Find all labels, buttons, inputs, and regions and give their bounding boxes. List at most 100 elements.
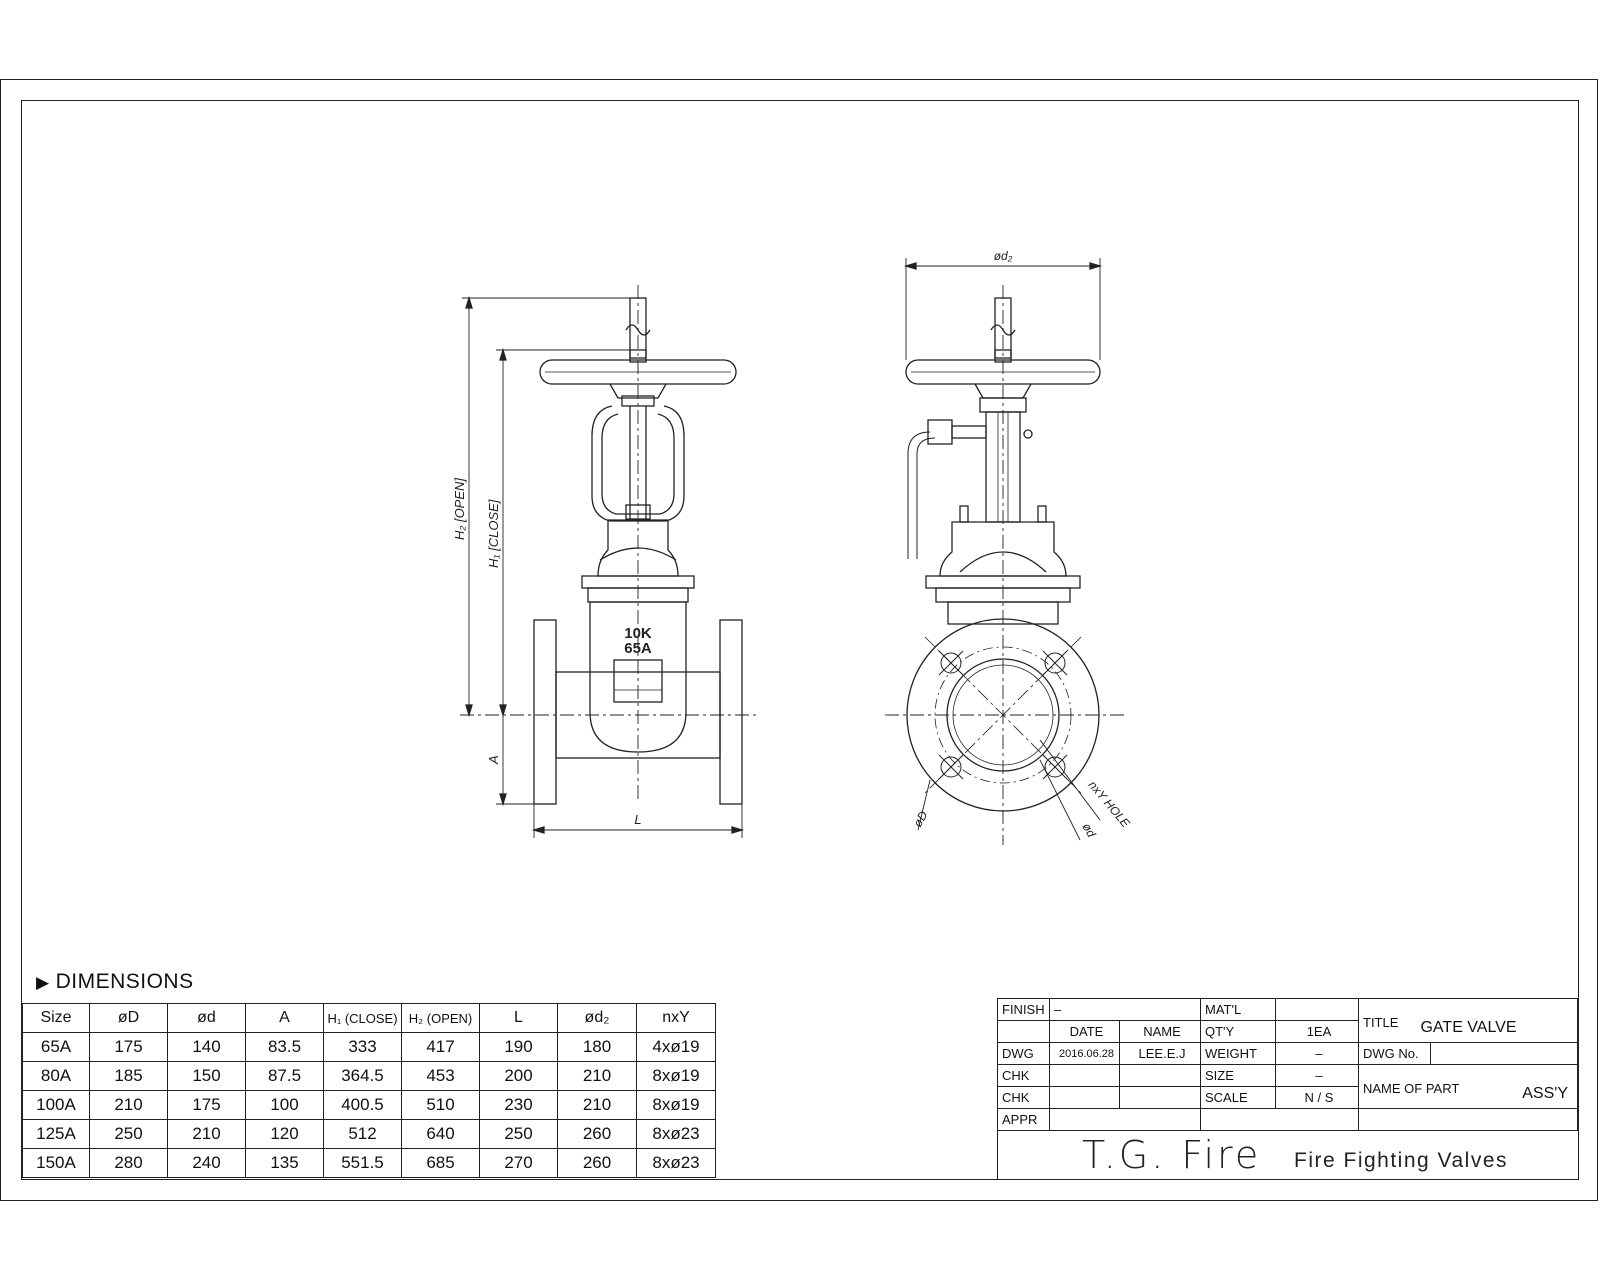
- scale-value: N / S: [1276, 1087, 1359, 1109]
- dimensions-table: Size øD ød A H₁ (CLOSE) H₂ (OPEN) L ød₂ …: [22, 1003, 716, 1178]
- cell: 100: [245, 1090, 324, 1120]
- title-label: TITLE: [1359, 999, 1578, 1043]
- d-label: ød: [1079, 821, 1098, 840]
- blank-cell: [1359, 1109, 1578, 1131]
- appr-label: APPR: [998, 1109, 1050, 1131]
- cell: 8xø19: [636, 1061, 716, 1091]
- cell: 250: [89, 1119, 168, 1149]
- blank-cell: [1120, 1087, 1201, 1109]
- cell: 260: [557, 1148, 637, 1178]
- sheet-outer-border: [0, 79, 1598, 1201]
- blank-cell: [1201, 1109, 1359, 1131]
- cell: 8xø19: [636, 1090, 716, 1120]
- col-header: nxY: [636, 1003, 716, 1033]
- dwg-name: LEE.E.J: [1120, 1043, 1201, 1065]
- weight-label: WEIGHT: [1201, 1043, 1276, 1065]
- l-dimension-label: L: [634, 812, 641, 827]
- size-value: –: [1276, 1065, 1359, 1087]
- qty-value: 1EA: [1276, 1021, 1359, 1043]
- h2-open-label: H₂ [OPEN]: [452, 478, 467, 540]
- matl-label: MAT'L: [1201, 999, 1276, 1021]
- col-header: ød₂: [557, 1003, 637, 1033]
- col-header: H₂ (OPEN): [401, 1003, 480, 1033]
- part-value: ASS'Y: [1522, 1085, 1568, 1102]
- cell: 400.5: [323, 1090, 402, 1120]
- cell: 685: [401, 1148, 480, 1178]
- cell: 125A: [22, 1119, 90, 1149]
- cell: 175: [167, 1090, 246, 1120]
- cell: 333: [323, 1032, 402, 1062]
- dwgno-label: DWG No.: [1359, 1043, 1431, 1065]
- cell: 83.5: [245, 1032, 324, 1062]
- cell: 65A: [22, 1032, 90, 1062]
- cell: 4xø19: [636, 1032, 716, 1062]
- cell: 280: [89, 1148, 168, 1178]
- title-block: FINISH – DATE NAME DWG 2016.06.28 LEE.E.…: [997, 998, 1579, 1180]
- blank-cell: [1431, 1043, 1578, 1065]
- cell: 260: [557, 1119, 637, 1149]
- cell: 100A: [22, 1090, 90, 1120]
- cell: 640: [401, 1119, 480, 1149]
- cell: 364.5: [323, 1061, 402, 1091]
- blank-cell: [1050, 1109, 1201, 1131]
- col-header: L: [479, 1003, 558, 1033]
- body-marking-size: 65A: [624, 640, 652, 657]
- cell: 417: [401, 1032, 480, 1062]
- cell: 185: [89, 1061, 168, 1091]
- cell: 270: [479, 1148, 558, 1178]
- cell: 150: [167, 1061, 246, 1091]
- col-header: ød: [167, 1003, 246, 1033]
- cell: 210: [167, 1119, 246, 1149]
- cell: 200: [479, 1061, 558, 1091]
- scale-label: SCALE: [1201, 1087, 1276, 1109]
- play-triangle-icon: ▶: [36, 973, 50, 992]
- finish-value: –: [1050, 999, 1201, 1021]
- col-header: Size: [22, 1003, 90, 1033]
- dwg-label: DWG: [998, 1043, 1050, 1065]
- cell: 210: [557, 1061, 637, 1091]
- cell: 180: [557, 1032, 637, 1062]
- d2-dimension-label: ød₂: [994, 249, 1013, 263]
- col-header: A: [245, 1003, 324, 1033]
- cell: 140: [167, 1032, 246, 1062]
- cell: 250: [479, 1119, 558, 1149]
- name-label: NAME: [1120, 1021, 1201, 1043]
- size-label: SIZE: [1201, 1065, 1276, 1087]
- part-label: NAME OF PART: [1359, 1065, 1578, 1109]
- col-header: H₁ (CLOSE): [323, 1003, 402, 1033]
- dwg-date: 2016.06.28: [1050, 1043, 1120, 1065]
- col-header: øD: [89, 1003, 168, 1033]
- cell: 150A: [22, 1148, 90, 1178]
- cell: 512: [323, 1119, 402, 1149]
- cell: 175: [89, 1032, 168, 1062]
- finish-label: FINISH: [998, 999, 1050, 1021]
- sheet-inner-border: [21, 100, 1579, 1180]
- cell: 230: [479, 1090, 558, 1120]
- blank-cell: [1276, 999, 1359, 1021]
- side-view: ød₂ nxY HOLE ød øD: [885, 249, 1133, 845]
- cell: 8xø23: [636, 1148, 716, 1178]
- cell: 135: [245, 1148, 324, 1178]
- cell: 87.5: [245, 1061, 324, 1091]
- blank-cell: [1050, 1065, 1120, 1087]
- chk-label: CHK: [998, 1065, 1050, 1087]
- a-dimension-label: A: [486, 755, 501, 765]
- blank-cell: [1050, 1087, 1120, 1109]
- cell: 120: [245, 1119, 324, 1149]
- cell: 210: [89, 1090, 168, 1120]
- cell: 510: [401, 1090, 480, 1120]
- D-label: øD: [910, 808, 930, 829]
- weight-value: –: [1276, 1043, 1359, 1065]
- chk2-label: CHK: [998, 1087, 1050, 1109]
- h1-close-label: H₁ [CLOSE]: [486, 499, 501, 568]
- title-value: GATE VALVE: [1420, 1019, 1517, 1036]
- cell: 190: [479, 1032, 558, 1062]
- brand-name: T.G. Fire: [1082, 1133, 1262, 1177]
- body-marking-pressure: 10K: [624, 625, 652, 642]
- dimensions-heading-text: DIMENSIONS: [55, 970, 194, 993]
- brand-tagline: Fire Fighting Valves: [1294, 1149, 1509, 1172]
